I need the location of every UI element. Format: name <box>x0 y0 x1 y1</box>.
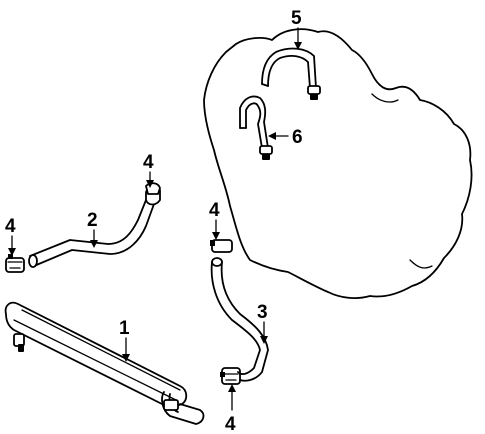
callout-part-1: 1 <box>119 318 130 339</box>
transmission-housing <box>203 28 473 299</box>
housing-rib <box>371 93 399 103</box>
hose-part-3 <box>210 257 269 382</box>
clamp-part-4-left <box>5 254 25 273</box>
callout-part-6: 6 <box>292 127 303 148</box>
leader-lines <box>8 27 302 411</box>
callout-part-4-left: 4 <box>5 216 16 237</box>
clamp-part-4-upper <box>145 182 161 195</box>
callout-part-2: 2 <box>87 210 98 231</box>
housing-rib <box>409 259 433 269</box>
clamp-part-4-lower <box>220 367 241 385</box>
callout-part-4-lower: 4 <box>225 414 236 434</box>
callout-part-4-upper: 4 <box>143 152 154 173</box>
callout-part-4-middle: 4 <box>209 200 220 221</box>
callout-part-5: 5 <box>291 8 302 29</box>
hose-part-5 <box>261 47 321 100</box>
oil-cooler-part-1 <box>4 301 205 425</box>
hose-part-6 <box>239 95 273 160</box>
callout-part-3: 3 <box>257 302 268 323</box>
clamp-part-4-middle <box>210 239 233 253</box>
